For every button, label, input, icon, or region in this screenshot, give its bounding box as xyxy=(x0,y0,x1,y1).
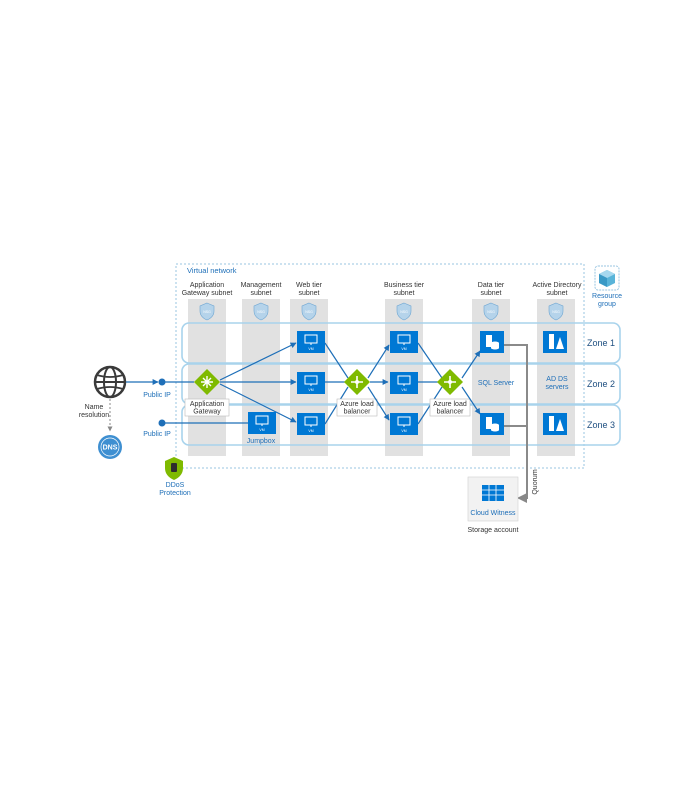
subnet-header-web-tier-line1: Web tier xyxy=(296,282,323,289)
svg-text:NSG: NSG xyxy=(203,310,211,314)
virtual-network-label: Virtual network xyxy=(187,266,237,275)
subnet-header-management-line2: subnet xyxy=(250,290,271,297)
web-tier-vm-icon: VM xyxy=(297,331,325,353)
sql-server-label: SQL Server xyxy=(478,380,515,387)
quorum-line-sql-1 xyxy=(504,344,528,503)
subnet-header-data-tier-line2: subnet xyxy=(480,290,501,297)
subnet-header-management-line1: Management xyxy=(241,282,282,289)
business-vm-1-to-lb2 xyxy=(417,342,443,379)
virtual-network-boundary xyxy=(175,263,585,469)
jumpbox-label: Jumpbox xyxy=(247,438,276,445)
svg-text:VM: VM xyxy=(308,347,313,351)
resource-group-label-line2: group xyxy=(598,301,616,308)
internet-globe-icon xyxy=(93,365,127,399)
subnet-header-active-directory-line1: Active Directory xyxy=(532,282,582,289)
web-tier-vm-icon: VM xyxy=(297,413,325,435)
gateway-to-web-vm-1 xyxy=(219,342,297,381)
ad-ds-label-line1: AD DS xyxy=(546,376,568,383)
cloud-witness-label: Cloud Witness xyxy=(470,510,516,517)
svg-text:VM: VM xyxy=(308,388,313,392)
zone-3-row xyxy=(181,404,621,446)
public-ip-2-label: Public IP xyxy=(143,431,171,438)
svg-text:VM: VM xyxy=(401,347,406,351)
load-balancer-2-icon xyxy=(437,369,463,395)
gateway-to-web-vm-3 xyxy=(219,383,297,423)
public-ip-2-dot xyxy=(158,419,166,427)
svg-text:NSG: NSG xyxy=(487,310,495,314)
lb1-to-business-vm-3 xyxy=(367,386,390,421)
application-gateway-label-line1: Application xyxy=(190,401,224,408)
web-vm-1-to-lb1 xyxy=(324,342,349,379)
storage-account-label: Storage account xyxy=(468,527,519,534)
load-balancer-2-label-box xyxy=(429,398,471,417)
dns-icon: DNS xyxy=(98,435,122,459)
svg-text:NSG: NSG xyxy=(400,310,408,314)
svg-text:NSG: NSG xyxy=(552,310,560,314)
ddos-label-line2: Protection xyxy=(159,490,191,497)
zone-1-row xyxy=(181,322,621,364)
nsg-icon: NSG xyxy=(301,302,317,321)
ad-ds-server-icon xyxy=(543,331,567,353)
sql-server-vm-icon xyxy=(480,331,504,353)
svg-text:VM: VM xyxy=(308,429,313,433)
nsg-icon: NSG xyxy=(548,302,564,321)
quorum-label: Quorum xyxy=(532,469,539,494)
load-balancer-2-label-line1: Azure load xyxy=(433,401,467,408)
svg-text:DNS: DNS xyxy=(103,445,118,452)
nsg-icon: NSG xyxy=(396,302,412,321)
subnet-header-business-tier-line1: Business tier xyxy=(384,282,425,289)
nsg-icon: NSG xyxy=(253,302,269,321)
svg-text:VM: VM xyxy=(259,428,264,432)
subnet-header-web-tier-line2: subnet xyxy=(298,290,319,297)
svg-text:NSG: NSG xyxy=(305,310,313,314)
name-resolution-label-line2: resolution xyxy=(79,412,109,419)
svg-text:NSG: NSG xyxy=(257,310,265,314)
zone-1-label: Zone 1 xyxy=(587,338,615,348)
business-tier-vm-icon: VM xyxy=(390,372,418,394)
ad-ds-server-icon xyxy=(543,413,567,435)
storage-account-icon xyxy=(482,485,504,501)
load-balancer-2-label-line2: balancer xyxy=(437,409,465,416)
resource-group-label-line1: Resource xyxy=(592,293,622,300)
zone-2-row xyxy=(181,363,621,405)
web-vm-3-to-lb1 xyxy=(324,386,349,425)
ddos-protection-icon xyxy=(165,457,183,480)
public-ip-1-label: Public IP xyxy=(143,392,171,399)
subnet-header-business-tier-line2: subnet xyxy=(393,290,414,297)
zone-3-label: Zone 3 xyxy=(587,420,615,430)
business-tier-vm-icon: VM xyxy=(390,331,418,353)
ddos-label-line1: DDoS xyxy=(166,482,185,489)
load-balancer-1-icon xyxy=(344,369,370,395)
subnet-header-data-tier-line1: Data tier xyxy=(478,282,505,289)
nsg-icon: NSG xyxy=(483,302,499,321)
lb2-to-sql-server-2 xyxy=(461,386,481,415)
jumpbox-vm-icon: VM xyxy=(248,412,276,434)
load-balancer-1-label-line1: Azure load xyxy=(340,401,374,408)
lb2-to-sql-server-1 xyxy=(461,350,481,379)
subnet-header-active-directory-line2: subnet xyxy=(546,290,567,297)
load-balancer-1-label-box xyxy=(336,398,378,417)
lb1-to-business-vm-1 xyxy=(367,344,390,379)
subnet-header-app-gateway-line2: Gateway subnet xyxy=(182,290,233,297)
application-gateway-label-line2: Gateway xyxy=(193,409,221,416)
ad-ds-label-line2: servers xyxy=(546,384,569,391)
application-gateway-label-box xyxy=(184,398,230,417)
application-gateway-icon xyxy=(194,369,220,395)
nsg-icon: NSG xyxy=(199,302,215,321)
business-tier-vm-icon: VM xyxy=(390,413,418,435)
zone-2-label: Zone 2 xyxy=(587,379,615,389)
public-ip-1-dot xyxy=(158,378,166,386)
resource-group-icon xyxy=(594,265,620,291)
subnet-header-app-gateway-line1: Application xyxy=(190,282,224,289)
svg-text:VM: VM xyxy=(401,388,406,392)
load-balancer-1-label-line2: balancer xyxy=(344,409,372,416)
web-tier-vm-icon: VM xyxy=(297,372,325,394)
svg-text:VM: VM xyxy=(401,429,406,433)
name-resolution-label-line1: Name xyxy=(85,404,104,411)
sql-server-vm-icon xyxy=(480,413,504,435)
